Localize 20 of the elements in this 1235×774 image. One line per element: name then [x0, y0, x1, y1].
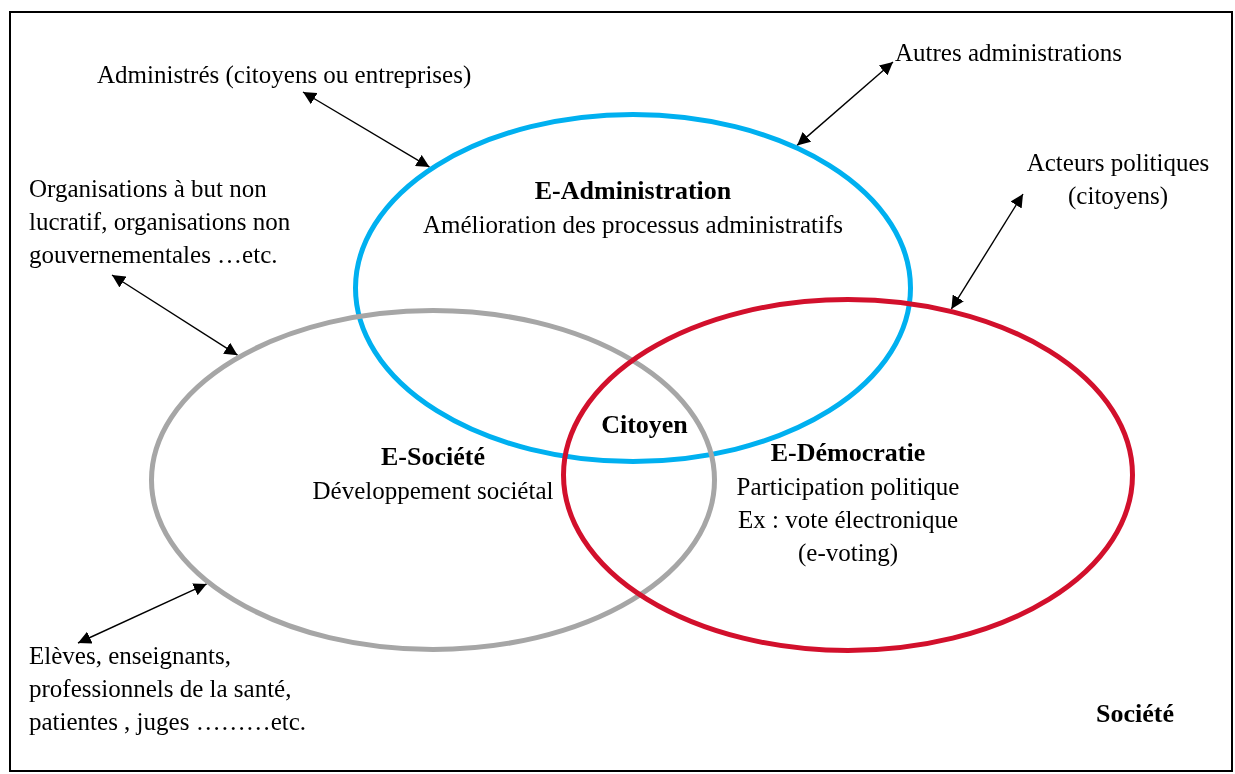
circle-title: E-Démocratie	[769, 437, 927, 469]
actor-label: Organisations à but non lucratif, organisations non gouvernementales …etc.	[29, 172, 321, 271]
actor-label: Administrés (citoyens ou entreprises)	[97, 58, 517, 91]
actor-label: Acteurs politiques (citoyens)	[1008, 146, 1228, 212]
arrow	[950, 193, 1024, 310]
overlap-label: Citoyen	[600, 409, 689, 441]
actor-label: Autres administrations	[895, 36, 1155, 69]
circle-title: E-Société	[380, 441, 486, 473]
circle-description: Ex : vote électronique (e-voting)	[736, 505, 960, 569]
actor-label: Elèves, enseignants, professionnels de la santé, patientes , juges ………etc.	[29, 639, 334, 738]
arrow	[111, 274, 239, 356]
frame-title: Société	[1095, 698, 1175, 730]
frame	[9, 11, 1233, 772]
circle-description: Amélioration des processus administratifs	[421, 210, 845, 240]
circle-description: Participation politique	[735, 472, 961, 502]
arrow	[77, 583, 208, 644]
arrow	[302, 91, 431, 168]
arrow	[796, 61, 894, 147]
circle-title: E-Administration	[533, 175, 733, 207]
circle-description: Développement sociétal	[311, 476, 555, 506]
